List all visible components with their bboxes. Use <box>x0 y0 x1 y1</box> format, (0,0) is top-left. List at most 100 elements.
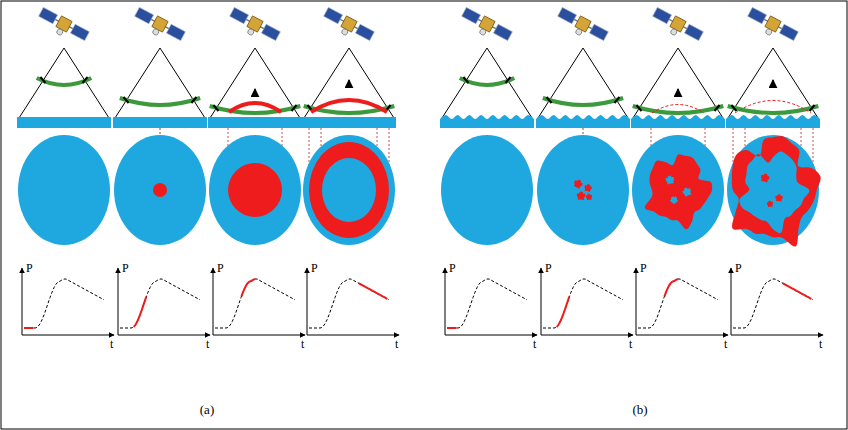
power-curve <box>215 279 295 328</box>
solar-panel <box>261 24 280 40</box>
radar-beam <box>115 48 205 118</box>
satellite-icon <box>744 6 798 46</box>
radar-beam <box>538 48 628 118</box>
up-arrow <box>254 89 256 97</box>
satellite-icon <box>320 6 374 46</box>
water-hole <box>666 176 674 185</box>
axis-label: t <box>629 338 632 350</box>
panel-label: (a) <box>200 403 214 416</box>
echo-speckle <box>761 174 770 183</box>
power-curve <box>733 279 813 328</box>
current-segment <box>664 279 678 296</box>
axis-label: t <box>724 338 727 350</box>
satellite-icon <box>458 6 512 46</box>
footprint-disc <box>303 135 395 245</box>
x-axis <box>636 335 728 336</box>
up-arrow <box>677 89 679 97</box>
column <box>631 6 728 335</box>
footprint-disc <box>537 135 629 245</box>
echo-area <box>228 163 282 217</box>
current-segment <box>783 283 812 299</box>
panel-label: (b) <box>632 403 647 416</box>
y-axis <box>731 268 732 335</box>
rough-water-surface <box>631 115 725 128</box>
reflected-arc <box>311 100 387 112</box>
footprint-disc <box>114 135 206 245</box>
antenna-dish <box>247 28 255 36</box>
echo-speckle <box>574 180 583 189</box>
column <box>208 6 305 335</box>
beam-tick <box>614 97 619 103</box>
solar-panel <box>493 24 512 40</box>
antenna-dish <box>152 28 160 36</box>
x-axis <box>541 335 633 336</box>
radar-beam <box>633 48 723 118</box>
satellite-icon <box>35 6 89 46</box>
y-axis <box>541 268 542 335</box>
solar-panel <box>135 7 154 23</box>
echo-speckle <box>585 184 592 192</box>
solar-panel <box>230 7 249 23</box>
axis-label: t <box>819 338 822 350</box>
rough-water-surface <box>726 115 820 128</box>
water-surface <box>208 117 302 128</box>
reflected-arc-dashed <box>652 105 704 114</box>
antenna-dish <box>479 28 487 36</box>
x-axis <box>307 335 399 336</box>
y-axis <box>636 268 637 335</box>
solar-panel <box>779 24 798 40</box>
water-hole <box>670 196 678 204</box>
beam-tick <box>83 77 88 83</box>
antenna-dish <box>765 28 773 36</box>
axis-label: t <box>206 338 209 350</box>
y-axis <box>22 268 23 335</box>
rough-water-surface <box>440 115 534 128</box>
solar-panel <box>39 7 58 23</box>
power-curve <box>638 279 718 328</box>
x-axis <box>118 335 210 336</box>
satellite-icon <box>554 6 608 46</box>
column <box>536 6 633 335</box>
current-segment <box>134 296 147 326</box>
solar-panel <box>462 7 481 23</box>
beam-tick <box>213 105 218 111</box>
wavefront-arc <box>543 98 623 105</box>
wavefront-arc <box>633 106 724 113</box>
y-axis <box>445 268 446 335</box>
radar-beam <box>210 48 300 118</box>
beam-tick <box>463 77 468 83</box>
axis-label: P <box>122 262 129 274</box>
solar-panel <box>558 7 577 23</box>
satellite-icon <box>131 6 185 46</box>
beam-tick <box>715 105 720 111</box>
echo-speckle <box>577 192 585 200</box>
power-curve <box>543 279 623 328</box>
echo-speckle <box>767 201 773 208</box>
solar-panel <box>653 7 672 23</box>
beam-tick <box>731 105 736 111</box>
antenna-dish <box>56 28 64 36</box>
x-axis <box>445 335 537 336</box>
beam-tick <box>636 105 641 111</box>
water-surface <box>302 117 396 128</box>
power-curve <box>24 279 104 328</box>
beam-tick <box>40 77 45 83</box>
reflected-arc <box>229 103 281 112</box>
power-curve <box>120 279 200 328</box>
up-arrow <box>772 80 774 88</box>
footprint-disc <box>632 135 724 245</box>
x-axis <box>731 335 823 336</box>
solar-panel <box>748 7 767 23</box>
axis-label: P <box>449 262 456 274</box>
axis-label: t <box>533 338 536 350</box>
beam-tick <box>810 105 815 111</box>
column <box>17 6 114 335</box>
rough-water-surface <box>536 115 630 128</box>
column <box>113 6 210 335</box>
solar-panel <box>355 24 374 40</box>
axis-label: t <box>301 338 304 350</box>
axis-label: P <box>217 262 224 274</box>
axis-label: P <box>640 262 647 274</box>
